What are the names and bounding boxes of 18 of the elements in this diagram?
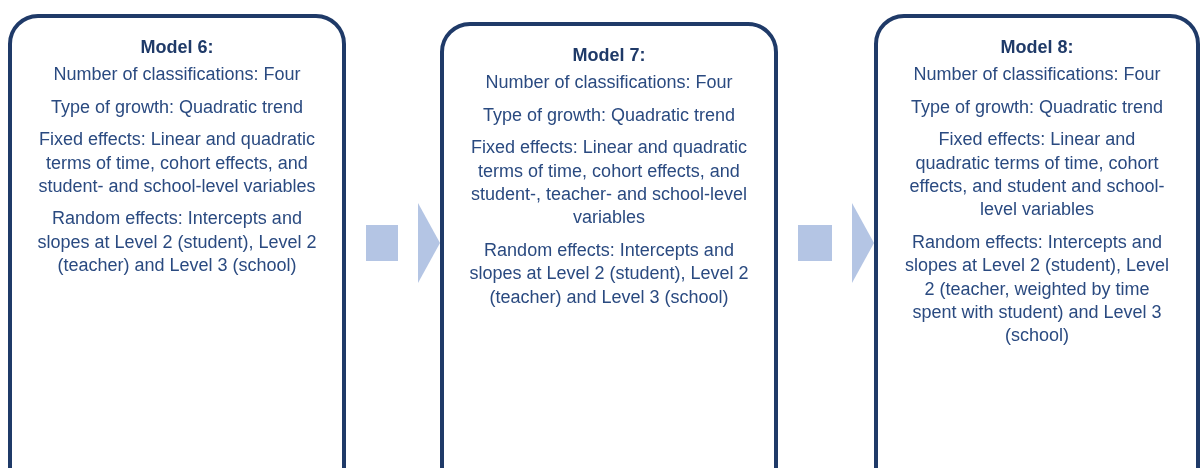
model-description: Type of growth: Quadratic trend <box>49 95 305 119</box>
model-description: Fixed effects: Linear and quadratic terms of time, cohort effects, and student- and school-level variables <box>37 128 317 198</box>
model-description: Number of classifications: Four <box>52 63 302 87</box>
model-description: Fixed effects: Linear and quadratic terms of time, cohort effects, and student-, teacher- and school-level variables <box>469 136 749 230</box>
model-description: Fixed effects: Linear and quadratic terms of time, cohort effects, and student and school-level variables <box>908 128 1166 222</box>
model-box <box>440 22 778 468</box>
model-description: Type of growth: Quadratic trend <box>909 95 1165 119</box>
model-title: Model 6: <box>139 36 215 59</box>
model-title: Model 8: <box>999 36 1075 59</box>
model-box <box>874 14 1200 468</box>
model-description: Number of classifications: Four <box>912 63 1162 87</box>
model-description: Number of classifications: Four <box>484 71 734 95</box>
model-title: Model 7: <box>571 44 647 67</box>
model-description: Random effects: Intercepts and slopes at Level 2 (student), Level 2 (teacher) and Level 3 (school) <box>468 238 750 309</box>
model-box <box>8 14 346 468</box>
model-description: Random effects: Intercepts and slopes at Level 2 (student), Level 2 (teacher) and Level 3 (school) <box>36 207 318 278</box>
model-description: Type of growth: Quadratic trend <box>481 103 737 127</box>
model-description: Random effects: Intercepts and slopes at Level 2 (student), Level 2 (teacher, weighted by time spent with student) and Level 3 (school) <box>903 230 1171 348</box>
